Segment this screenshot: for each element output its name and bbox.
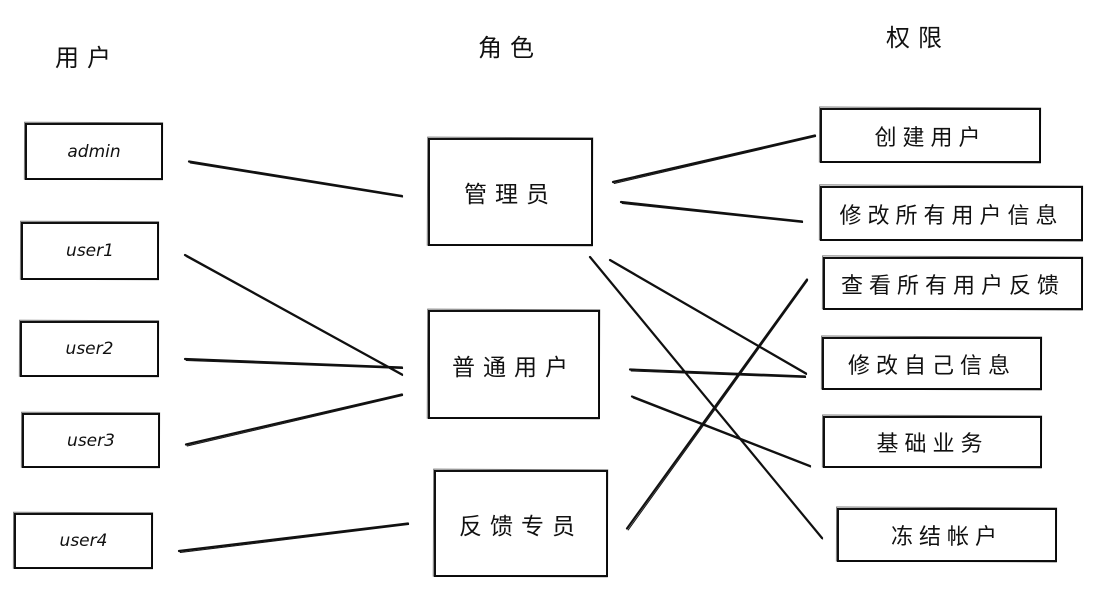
connector-user3-to-regular-user-sketch-stroke	[186, 395, 404, 447]
permission-label: 基础业务	[876, 432, 989, 457]
connector-regular-user-to-edit-own-info-sketch-stroke	[630, 370, 807, 379]
connector-regular-user-to-edit-own-info	[628, 368, 807, 378]
permission-label: 创建用户	[874, 125, 987, 151]
user-node-admin[interactable]: admin	[25, 123, 163, 180]
connector-administrator-to-create-user-sketch-stroke	[613, 136, 817, 184]
connector-administrator-to-edit-all-user-info	[619, 200, 804, 223]
connector-regular-user-to-basic-business-sketch-stroke	[632, 397, 812, 468]
connector-user1-to-regular-user-sketch-stroke	[185, 256, 404, 377]
permission-node-edit-own-info[interactable]: 修改自己信息	[822, 337, 1042, 390]
user-label: admin	[67, 141, 121, 162]
connector-feedback-specialist-to-view-all-user-feedback-sketch-stroke	[627, 280, 809, 531]
connector-user2-to-regular-user-sketch-stroke	[185, 360, 404, 370]
connector-admin-to-administrator	[187, 160, 404, 198]
connector-user4-to-feedback-specialist-sketch-stroke	[179, 524, 410, 553]
permission-node-edit-all-user-info[interactable]: 修改所有用户信息	[820, 186, 1083, 241]
permission-label: 修改所有用户信息	[839, 203, 1064, 229]
permission-node-create-user[interactable]: 创建用户	[820, 108, 1041, 163]
user-label: user1	[66, 241, 114, 261]
connector-administrator-to-freeze-account-sketch-stroke	[590, 258, 824, 540]
roles-column-header: 角色	[478, 34, 542, 62]
connector-administrator-to-edit-own-info	[608, 258, 808, 375]
role-label: 反馈专员	[459, 513, 583, 540]
permission-node-freeze-account[interactable]: 冻结帐户	[837, 508, 1057, 562]
user-node-user3[interactable]: user3	[22, 413, 160, 468]
role-label: 普通用户	[452, 354, 576, 381]
user-node-user4[interactable]: user4	[14, 513, 153, 569]
connector-administrator-to-edit-all-user-info-sketch-stroke	[621, 203, 804, 224]
connector-administrator-to-create-user	[611, 134, 817, 184]
permission-node-basic-business[interactable]: 基础业务	[823, 416, 1042, 468]
permission-node-view-all-user-feedback[interactable]: 查看所有用户反馈	[823, 257, 1083, 310]
permission-label: 查看所有用户反馈	[840, 273, 1065, 299]
connector-regular-user-to-basic-business	[630, 395, 812, 468]
permissions-column-header: 权限	[886, 24, 950, 52]
user-node-user2[interactable]: user2	[20, 321, 159, 377]
connector-admin-to-administrator-sketch-stroke	[189, 162, 404, 198]
role-label: 管理员	[464, 182, 557, 208]
connector-user2-to-regular-user	[183, 357, 404, 369]
permission-label: 修改自己信息	[847, 353, 1016, 379]
role-node-administrator[interactable]: 管理员	[428, 138, 593, 246]
permission-label: 冻结帐户	[890, 525, 1003, 550]
connector-feedback-specialist-to-view-all-user-feedback	[625, 278, 809, 530]
users-column-header: 用户	[55, 44, 119, 72]
role-node-regular-user[interactable]: 普通用户	[428, 310, 600, 419]
role-node-feedback-specialist[interactable]: 反馈专员	[434, 470, 608, 577]
connector-user3-to-regular-user	[184, 393, 404, 446]
connector-administrator-to-edit-own-info-sketch-stroke	[610, 261, 808, 376]
user-label: user3	[67, 430, 115, 451]
connector-user1-to-regular-user	[183, 253, 404, 376]
user-node-user1[interactable]: user1	[21, 222, 159, 280]
user-label: user4	[59, 531, 108, 551]
connector-user4-to-feedback-specialist	[177, 522, 410, 553]
user-label: user2	[65, 339, 114, 359]
